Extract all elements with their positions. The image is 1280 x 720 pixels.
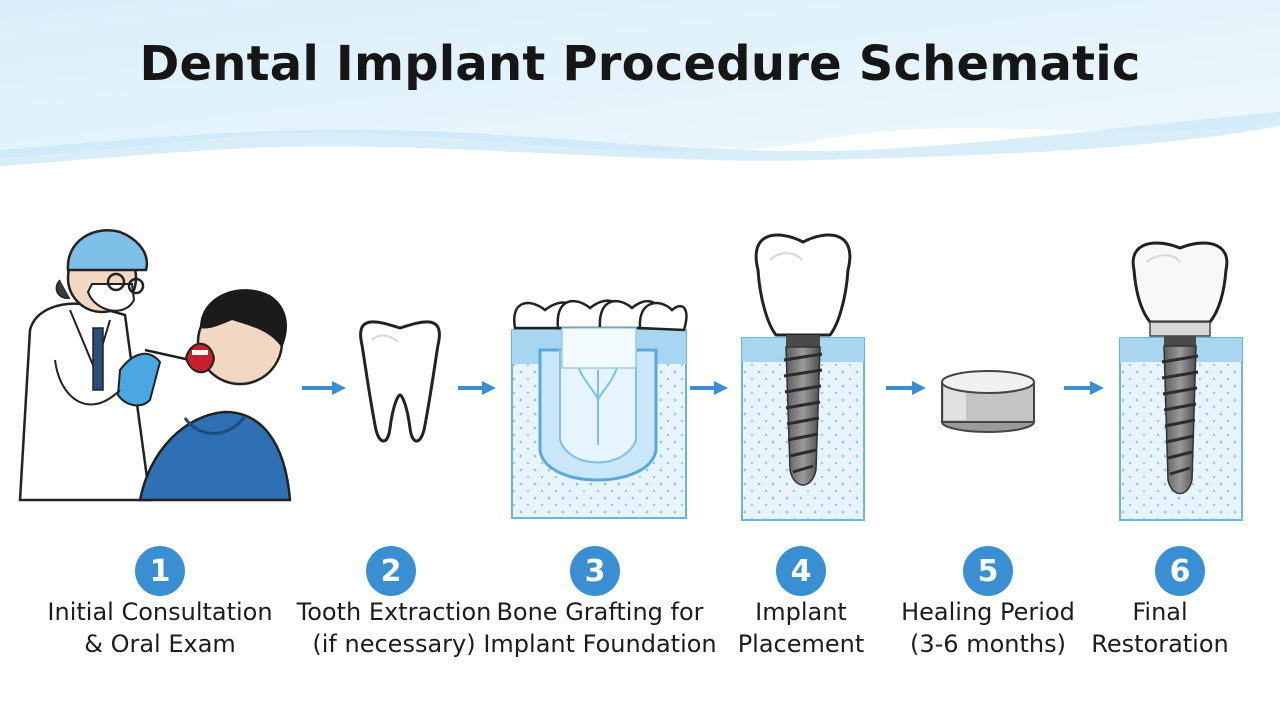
- page-title: Dental Implant Procedure Schematic: [139, 36, 1141, 92]
- healing-cap-icon: [941, 370, 1035, 433]
- step-4-label: Implant Placement: [681, 596, 921, 660]
- bone-graft-icon: [511, 299, 688, 519]
- tooth-icon: [359, 320, 441, 443]
- step-6-label-line1: Final: [1132, 598, 1188, 626]
- step-5-badge: 5: [963, 546, 1013, 596]
- procedure-stage: [0, 200, 1280, 540]
- arrow-right-icon: [690, 381, 728, 395]
- step-4-label-line2: Placement: [737, 630, 865, 658]
- step-2-label-line1: Tooth Extraction: [296, 598, 492, 626]
- step-5-label-line1: Healing Period: [901, 598, 1075, 626]
- patient-icon: [138, 289, 292, 502]
- arrow-right-icon: [1064, 381, 1104, 395]
- implant-screw-icon: [741, 233, 865, 521]
- arrow-right-icon: [302, 381, 346, 395]
- step-6-label: Final Restoration: [1040, 596, 1280, 660]
- arrow-right-icon: [886, 381, 926, 395]
- step-6-badge: 6: [1155, 546, 1205, 596]
- header-banner: Dental Implant Procedure Schematic: [0, 0, 1280, 175]
- dentist-icon: [18, 229, 191, 502]
- crown-restoration-icon: [1119, 241, 1243, 521]
- header-wave-background: [0, 0, 1280, 166]
- step-3-label: Bone Grafting for Implant Foundation: [480, 596, 720, 660]
- step-1-label-line2: & Oral Exam: [84, 630, 236, 658]
- step-2-badge: 2: [366, 546, 416, 596]
- step-4-badge: 4: [776, 546, 826, 596]
- step-3-badge: 3: [570, 546, 620, 596]
- step-3-label-line1: Bone Grafting for: [496, 598, 704, 626]
- step-1-label: Initial Consultation & Oral Exam: [40, 596, 280, 660]
- step-1-label-line1: Initial Consultation: [47, 598, 273, 626]
- procedure-illustrations: [18, 229, 1243, 521]
- step-3-label-line2: Implant Foundation: [483, 630, 717, 658]
- step-5-label-line2: (3-6 months): [910, 630, 1066, 658]
- step-1-badge: 1: [135, 546, 185, 596]
- step-6-label-line2: Restoration: [1091, 630, 1229, 658]
- step-2-label: Tooth Extraction (if necessary): [274, 596, 514, 660]
- step-2-label-line2: (if necessary): [312, 630, 476, 658]
- arrow-right-icon: [458, 381, 496, 395]
- step-5-label: Healing Period (3-6 months): [868, 596, 1108, 660]
- step-4-label-line1: Implant: [755, 598, 847, 626]
